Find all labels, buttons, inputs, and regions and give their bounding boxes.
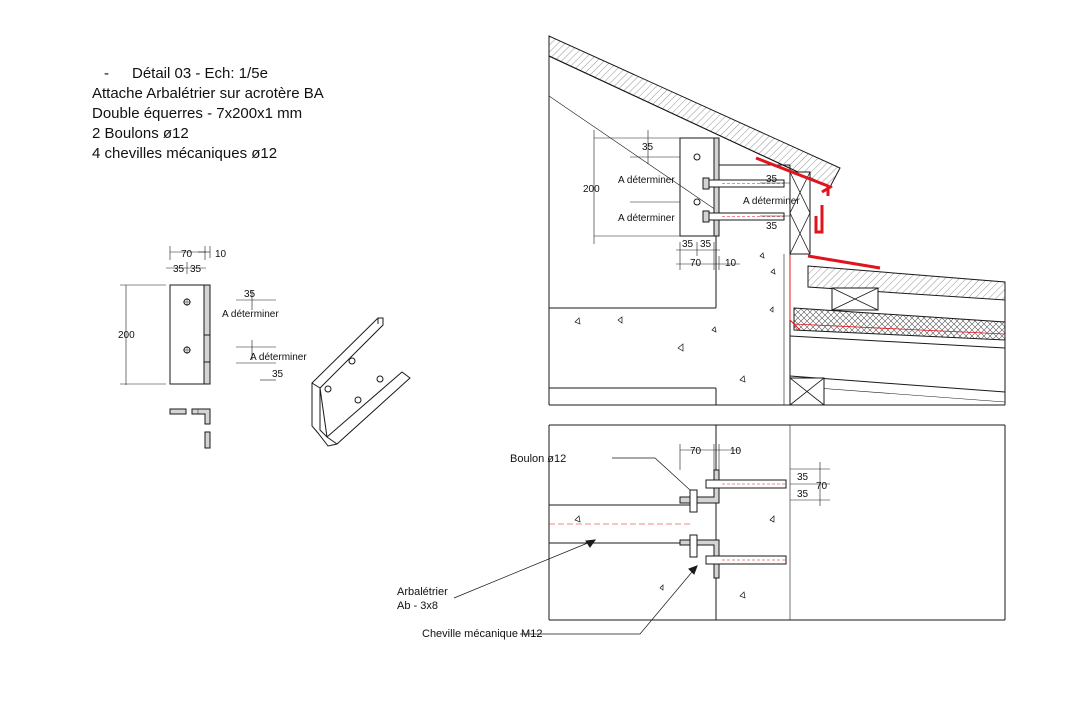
a-determiner-2: A déterminer <box>250 352 307 363</box>
plan-dim-10: 10 <box>730 446 742 457</box>
section-dim-35-top: 35 <box>642 142 654 153</box>
bracket-detail-text: 70 10 35 35 200 35 A déterminer A déterm… <box>118 249 307 380</box>
title-line-boulons: 2 Boulons ø12 <box>92 125 189 142</box>
title-detail-row: - Détail 03 - Ech: 1/5e <box>92 64 324 84</box>
plan-dim-35-2: 35 <box>797 489 809 500</box>
dim-200: 200 <box>118 330 135 341</box>
a-determiner-1: A déterminer <box>222 309 279 320</box>
title-line-attache: Attache Arbalétrier sur acrotère BA <box>92 85 324 102</box>
section-a-determiner-1: A déterminer <box>618 175 675 186</box>
dim-35-b: 35 <box>190 264 202 275</box>
section-dim-200: 200 <box>583 184 600 195</box>
leader-arbaletrier <box>453 539 596 599</box>
plan-view <box>453 424 1006 635</box>
dim-35-bottom: 35 <box>272 369 284 380</box>
section-dim-35-right-2: 35 <box>766 221 778 232</box>
title-dash: - <box>104 65 109 82</box>
timber-batten-vertical <box>789 171 811 255</box>
section-dim-35-b1: 35 <box>682 239 694 250</box>
section-dim-10: 10 <box>725 258 737 269</box>
dim-70: 70 <box>181 249 193 260</box>
dim-35-a: 35 <box>173 264 185 275</box>
rafter-section <box>548 35 841 188</box>
section-a-determiner-right: A déterminer <box>743 196 800 207</box>
insulation-layer <box>793 307 1006 341</box>
plan-dim-35-1: 35 <box>797 472 809 483</box>
section-view-text: 35 200 A déterminer A déterminer 35 A dé… <box>583 142 800 269</box>
dim-35-top: 35 <box>244 289 256 300</box>
plan-angle-lower <box>679 539 720 579</box>
bracket-detail <box>120 246 276 449</box>
title-line-chevilles: 4 chevilles mécaniques ø12 <box>92 145 278 162</box>
leader-cheville <box>520 565 698 635</box>
plan-dim-70-side: 70 <box>816 481 828 492</box>
detail-title: Détail 03 - Ech: 1/5e <box>132 65 268 82</box>
section-view <box>548 35 1006 406</box>
section-dim-35-b2: 35 <box>700 239 712 250</box>
leader-boulon <box>612 457 691 491</box>
label-boulon: Boulon ø12 <box>510 453 566 465</box>
plan-view-text: 70 10 35 35 70 Boulon ø12 Arbalétrier Ab… <box>397 446 828 640</box>
label-ab: Ab - 3x8 <box>397 600 438 612</box>
dim-10: 10 <box>215 249 227 260</box>
angle-section-a <box>169 408 187 415</box>
label-arbaletrier: Arbalétrier <box>397 586 448 598</box>
label-cheville: Cheville mécanique M12 <box>422 628 542 640</box>
red-flashing <box>755 156 881 270</box>
title-line-equerres: Double équerres - 7x200x1 mm <box>92 105 303 122</box>
angle-bracket-3d <box>311 317 411 447</box>
angle-section-b <box>191 408 211 425</box>
plan-dim-70: 70 <box>690 446 702 457</box>
section-dim-35-right-1: 35 <box>766 174 778 185</box>
title-block: - Détail 03 - Ech: 1/5e Attache Arbalétri… <box>92 64 324 164</box>
section-a-determiner-2: A déterminer <box>618 213 675 224</box>
section-dim-70: 70 <box>690 258 702 269</box>
angle-section-c <box>204 431 211 449</box>
